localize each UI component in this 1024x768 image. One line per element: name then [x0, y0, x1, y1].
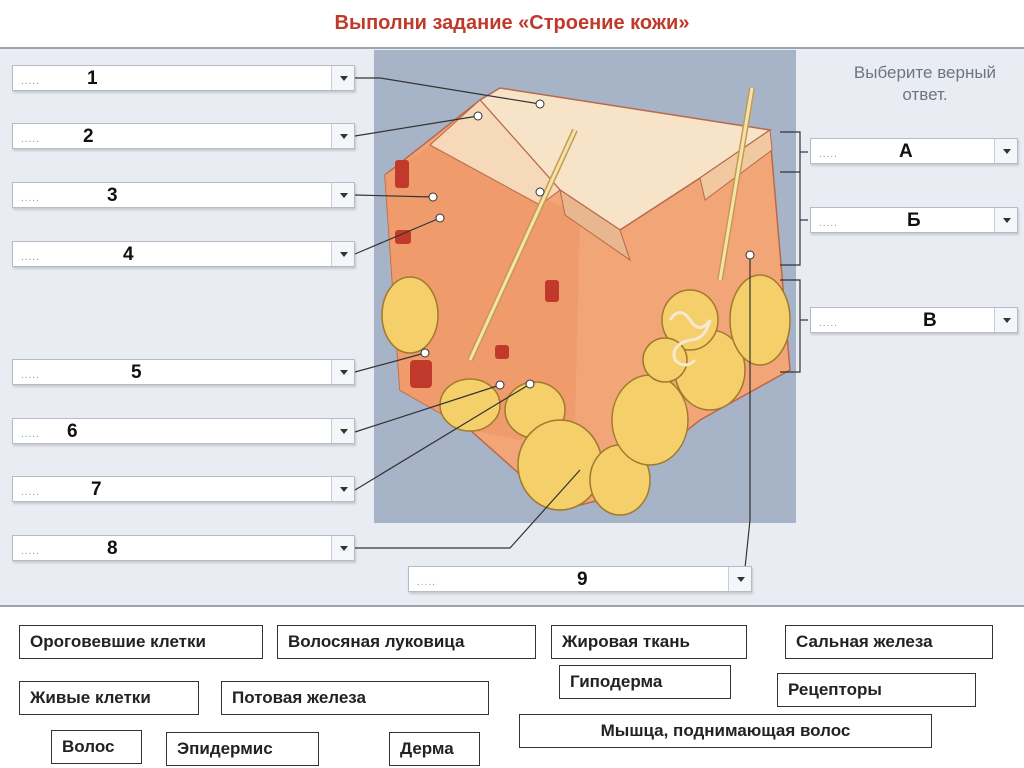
epidermis-front [559, 188, 631, 262]
dropdown-placeholder: ..... [819, 318, 838, 329]
epidermis-side [699, 129, 773, 201]
leader-lines [354, 77, 808, 569]
word-card-epidermis[interactable]: Эпидермис [166, 732, 319, 766]
chevron-down-icon[interactable] [331, 124, 354, 148]
dropdown-placeholder: ..... [417, 577, 436, 588]
dropdown-number: 9 [577, 569, 588, 590]
dropdown-number: 1 [87, 68, 98, 89]
dropdown-placeholder: ..... [21, 76, 40, 87]
hair-2-inner [718, 87, 754, 281]
dropdown-placeholder: ..... [21, 429, 40, 440]
dropdown-number: 7 [91, 479, 102, 500]
blood-vessels [395, 160, 559, 388]
dropdown-placeholder: ..... [21, 134, 40, 145]
word-card-hair-bulb[interactable]: Волосяная луковица [277, 625, 536, 659]
dropdown-placeholder: ..... [819, 218, 838, 229]
dropdown-placeholder: ..... [21, 487, 40, 498]
dropdown-placeholder: ..... [819, 149, 838, 160]
dropdown-placeholder: ..... [21, 546, 40, 557]
sweat-gland [668, 311, 712, 367]
page-title: Выполни задание «Строение кожи» [334, 12, 690, 34]
chevron-down-icon[interactable] [728, 567, 751, 591]
word-card-arrector-muscle[interactable]: Мышца, поднимающая волос [519, 714, 932, 748]
answer-dropdown-v[interactable]: ..... В [810, 307, 1018, 333]
dropdown-placeholder: ..... [21, 370, 40, 381]
instruction-text: Выберите верный ответ. [853, 63, 997, 104]
chevron-down-icon[interactable] [331, 66, 354, 90]
hair-1-inner [468, 129, 577, 361]
dropdown-letter: Б [907, 210, 921, 231]
word-card-living-cells[interactable]: Живые клетки [19, 681, 199, 715]
fat-tissue [381, 274, 791, 516]
dropdown-number: 6 [67, 421, 78, 442]
chevron-down-icon[interactable] [994, 208, 1017, 232]
chevron-down-icon[interactable] [331, 419, 354, 443]
answer-dropdown-2[interactable]: ..... 2 [12, 123, 355, 149]
dropdown-placeholder: ..... [21, 193, 40, 204]
chevron-down-icon[interactable] [331, 536, 354, 560]
dropdown-placeholder: ..... [21, 252, 40, 263]
dropdown-number: 2 [83, 126, 94, 147]
word-card-receptors[interactable]: Рецепторы [777, 673, 976, 707]
answer-dropdown-7[interactable]: ..... 7 [12, 476, 355, 502]
dropdown-letter: В [923, 310, 937, 331]
leader-dots [420, 99, 755, 390]
answer-dropdown-a[interactable]: ..... А [810, 138, 1018, 164]
chevron-down-icon[interactable] [331, 183, 354, 207]
answer-dropdown-5[interactable]: ..... 5 [12, 359, 355, 385]
answer-dropdown-3[interactable]: ..... 3 [12, 182, 355, 208]
dropdown-number: 5 [131, 362, 142, 383]
dropdown-letter: А [899, 141, 913, 162]
word-card-sweat-gland[interactable]: Потовая железа [221, 681, 489, 715]
word-card-sebaceous-gland[interactable]: Сальная железа [785, 625, 993, 659]
word-card-hair[interactable]: Волос [51, 730, 142, 764]
word-card-hypodermis[interactable]: Гиподерма [559, 665, 731, 699]
answer-dropdown-1[interactable]: ..... 1 [12, 65, 355, 91]
dropdown-number: 8 [107, 538, 118, 559]
chevron-down-icon[interactable] [331, 360, 354, 384]
answer-dropdown-9[interactable]: ..... 9 [408, 566, 752, 592]
chevron-down-icon[interactable] [331, 242, 354, 266]
dropdown-number: 4 [123, 244, 134, 265]
word-card-fat-tissue[interactable]: Жировая ткань [551, 625, 747, 659]
epidermis-strip [429, 99, 561, 206]
answer-dropdown-4[interactable]: ..... 4 [12, 241, 355, 267]
chevron-down-icon[interactable] [994, 308, 1017, 332]
dropdown-number: 3 [107, 185, 118, 206]
answer-dropdown-b[interactable]: ..... Б [810, 207, 1018, 233]
answer-dropdown-8[interactable]: ..... 8 [12, 535, 355, 561]
chevron-down-icon[interactable] [994, 139, 1017, 163]
chevron-down-icon[interactable] [331, 477, 354, 501]
word-card-dermis[interactable]: Дерма [389, 732, 480, 766]
word-card-keratinized-cells[interactable]: Ороговевшие клетки [19, 625, 263, 659]
answer-dropdown-6[interactable]: ..... 6 [12, 418, 355, 444]
